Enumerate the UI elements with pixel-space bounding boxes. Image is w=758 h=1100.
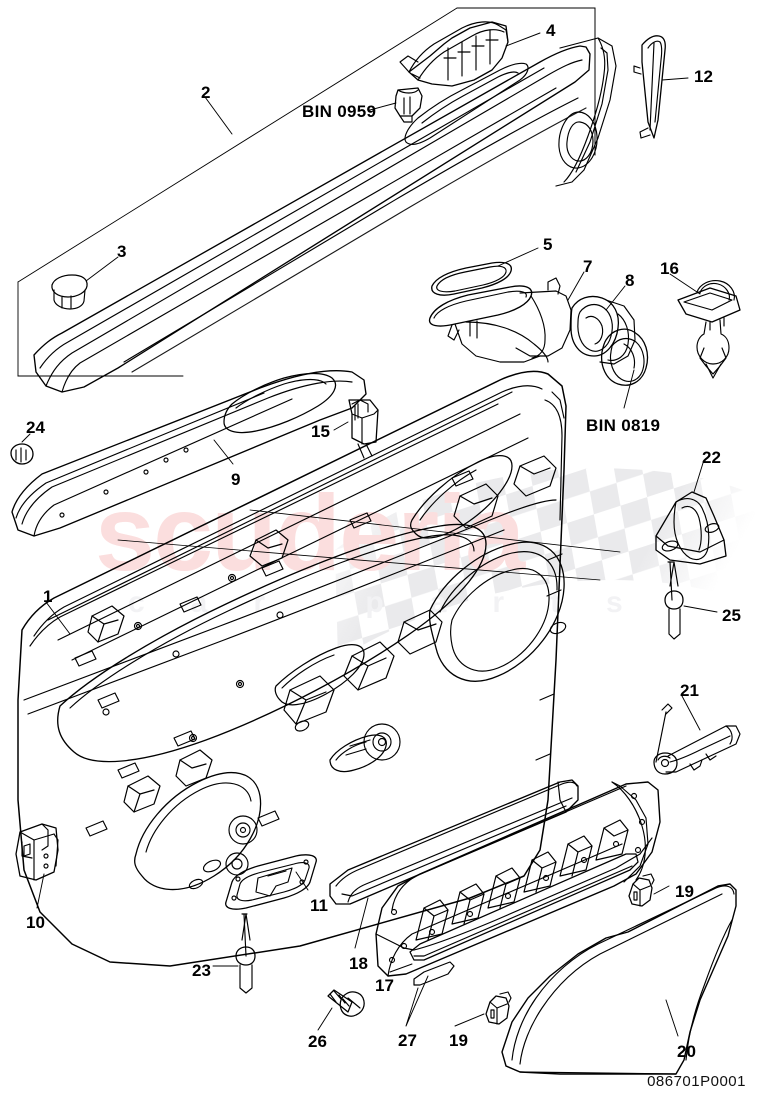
- callout-5: 5: [543, 235, 553, 254]
- callout-4: 4: [546, 21, 556, 40]
- callout-18: 18: [349, 954, 368, 973]
- callout-22: 22: [702, 448, 721, 467]
- callout-9: 9: [231, 470, 241, 489]
- callout-3: 3: [117, 242, 127, 261]
- callout-23: 23: [192, 961, 211, 980]
- callout-12: 12: [694, 67, 713, 86]
- callout-10: 10: [26, 913, 45, 932]
- callout-24: 24: [26, 418, 45, 437]
- callout-26: 26: [308, 1032, 327, 1051]
- callout-21: 21: [680, 681, 699, 700]
- callout-16: 16: [660, 259, 679, 278]
- callout-17: 17: [375, 976, 394, 995]
- callout-19: 19: [449, 1031, 468, 1050]
- callout-19: 19: [675, 882, 694, 901]
- callout-25: 25: [722, 606, 741, 625]
- callout-bin-0959: BIN 0959: [302, 102, 377, 121]
- drawing-number: 086701P0001: [647, 1073, 746, 1090]
- callout-20: 20: [677, 1042, 696, 1061]
- callout-1: 1: [43, 587, 53, 606]
- callout-7: 7: [583, 257, 593, 276]
- callout-15: 15: [311, 422, 330, 441]
- callout-2: 2: [201, 83, 211, 102]
- callout-27: 27: [398, 1031, 417, 1050]
- callout-11: 11: [310, 896, 328, 915]
- callout-bin-0819: BIN 0819: [586, 416, 661, 435]
- callout-8: 8: [625, 271, 635, 290]
